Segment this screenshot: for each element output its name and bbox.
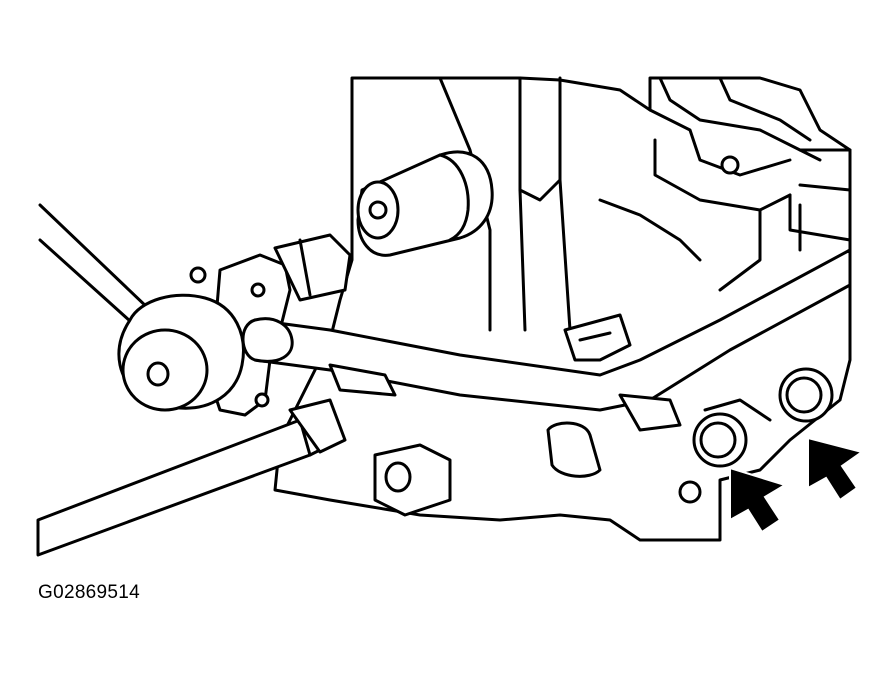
callout-arrow-right: [807, 436, 865, 502]
hose-fitting-left: [692, 398, 772, 468]
solenoid-cylinder: [356, 150, 494, 257]
figure-id-label: G02869514: [38, 582, 141, 603]
control-rod: [38, 203, 152, 332]
lower-pipe: [36, 398, 347, 557]
fuel-line-pipe: [241, 248, 852, 412]
pivot-joint: [117, 293, 245, 412]
sensor-connector: [546, 313, 682, 478]
mounting-boss: [373, 443, 702, 517]
hose-fitting-right: [778, 367, 834, 423]
callout-arrow-left: [729, 466, 788, 534]
